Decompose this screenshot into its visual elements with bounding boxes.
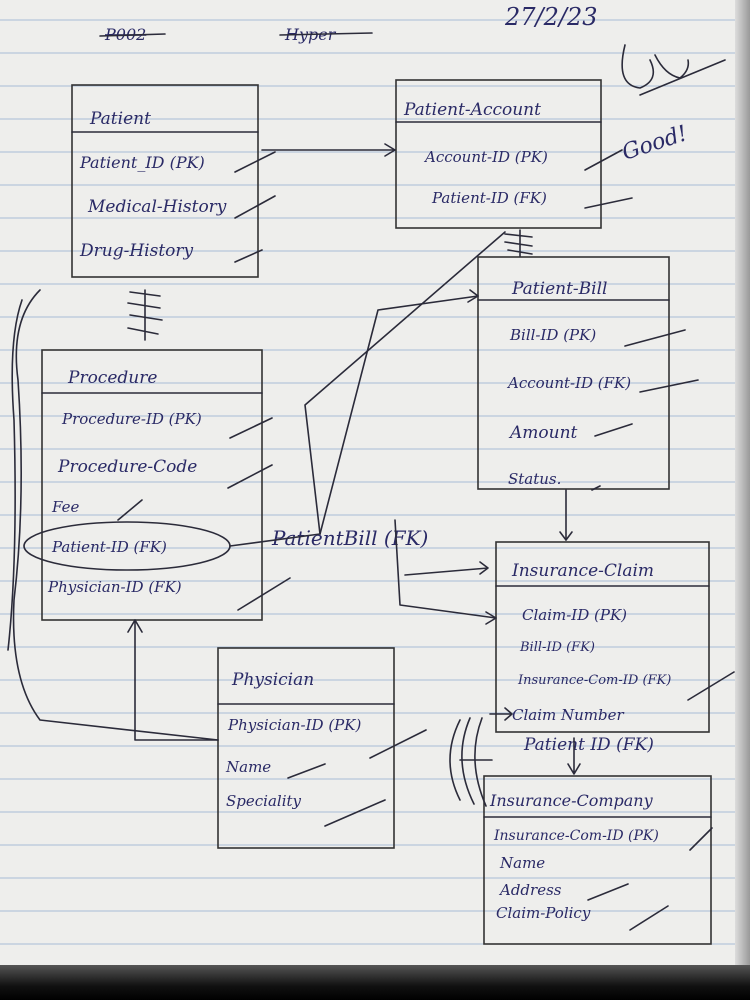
- entity-field: Patient_ID (PK): [79, 153, 205, 172]
- entity-title: Insurance-Claim: [511, 561, 654, 581]
- entity-field: Bill-ID (FK): [519, 640, 595, 655]
- entity-field: Name: [225, 758, 271, 776]
- entity-field: Name: [499, 854, 545, 872]
- entity-field: Patient-ID (FK): [431, 189, 547, 207]
- entity-patient: Patient Patient_ID (PK) Medical-History …: [71, 84, 276, 278]
- signature-mark: [621, 44, 726, 96]
- entity-title: Physician: [231, 670, 314, 690]
- entity-patient-account: Patient-Account Account-ID (PK) Patient-…: [395, 79, 633, 229]
- entity-title: Patient: [89, 109, 151, 129]
- entity-field: Status.: [508, 470, 561, 488]
- entity-field: Claim-ID (PK): [522, 606, 627, 624]
- entity-field: Claim Number: [512, 706, 624, 724]
- entity-patient-bill: Patient-Bill Bill-ID (PK) Account-ID (FK…: [477, 256, 699, 491]
- entity-field: Patient-ID (FK): [51, 538, 167, 556]
- entity-insurance-company: Insurance-Company Insurance-Com-ID (PK) …: [483, 775, 713, 945]
- entity-physician: Physician Physician-ID (PK) Name Special…: [217, 647, 427, 849]
- entity-field: Procedure-ID (PK): [61, 410, 202, 428]
- entity-field: Insurance-Com-ID (PK): [493, 828, 659, 844]
- entity-field: Insurance-Com-ID (FK): [517, 673, 671, 688]
- remark-text: Good!: [619, 121, 690, 165]
- entity-field: Claim-Policy: [496, 904, 591, 922]
- entity-field: Bill-ID (PK): [509, 326, 596, 344]
- entity-field: Speciality: [226, 792, 302, 810]
- entity-field: Physician-ID (FK): [47, 578, 182, 596]
- entity-title: Patient-Bill: [511, 279, 607, 299]
- entity-field: Patient ID (FK): [523, 735, 654, 755]
- page-bottom-shadow: [0, 965, 750, 1000]
- entity-title: Patient-Account: [403, 100, 541, 120]
- entity-procedure: Procedure Procedure-ID (PK) Procedure-Co…: [23, 349, 291, 621]
- entity-title: Insurance-Company: [489, 791, 654, 810]
- relationship-label: PatientBill (FK): [271, 526, 428, 550]
- entity-field: Drug-History: [79, 241, 194, 261]
- entity-field: Account-ID (FK): [506, 374, 631, 392]
- relationship-connectors: [7, 143, 581, 807]
- page-binding-edge: [735, 0, 750, 1000]
- entity-field: Address: [498, 881, 562, 899]
- entity-insurance-claim: Insurance-Claim Claim-ID (PK) Bill-ID (F…: [495, 541, 744, 755]
- entity-field: Medical-History: [87, 197, 227, 217]
- header-date: 27/2/23: [504, 3, 598, 31]
- entity-field: Account-ID (PK): [423, 148, 548, 166]
- entity-field: Procedure-Code: [57, 457, 197, 477]
- entity-field: Fee: [51, 498, 79, 516]
- entity-field: Physician-ID (PK): [227, 716, 361, 734]
- entity-title: Procedure: [67, 368, 157, 388]
- entity-field: Amount: [508, 423, 578, 443]
